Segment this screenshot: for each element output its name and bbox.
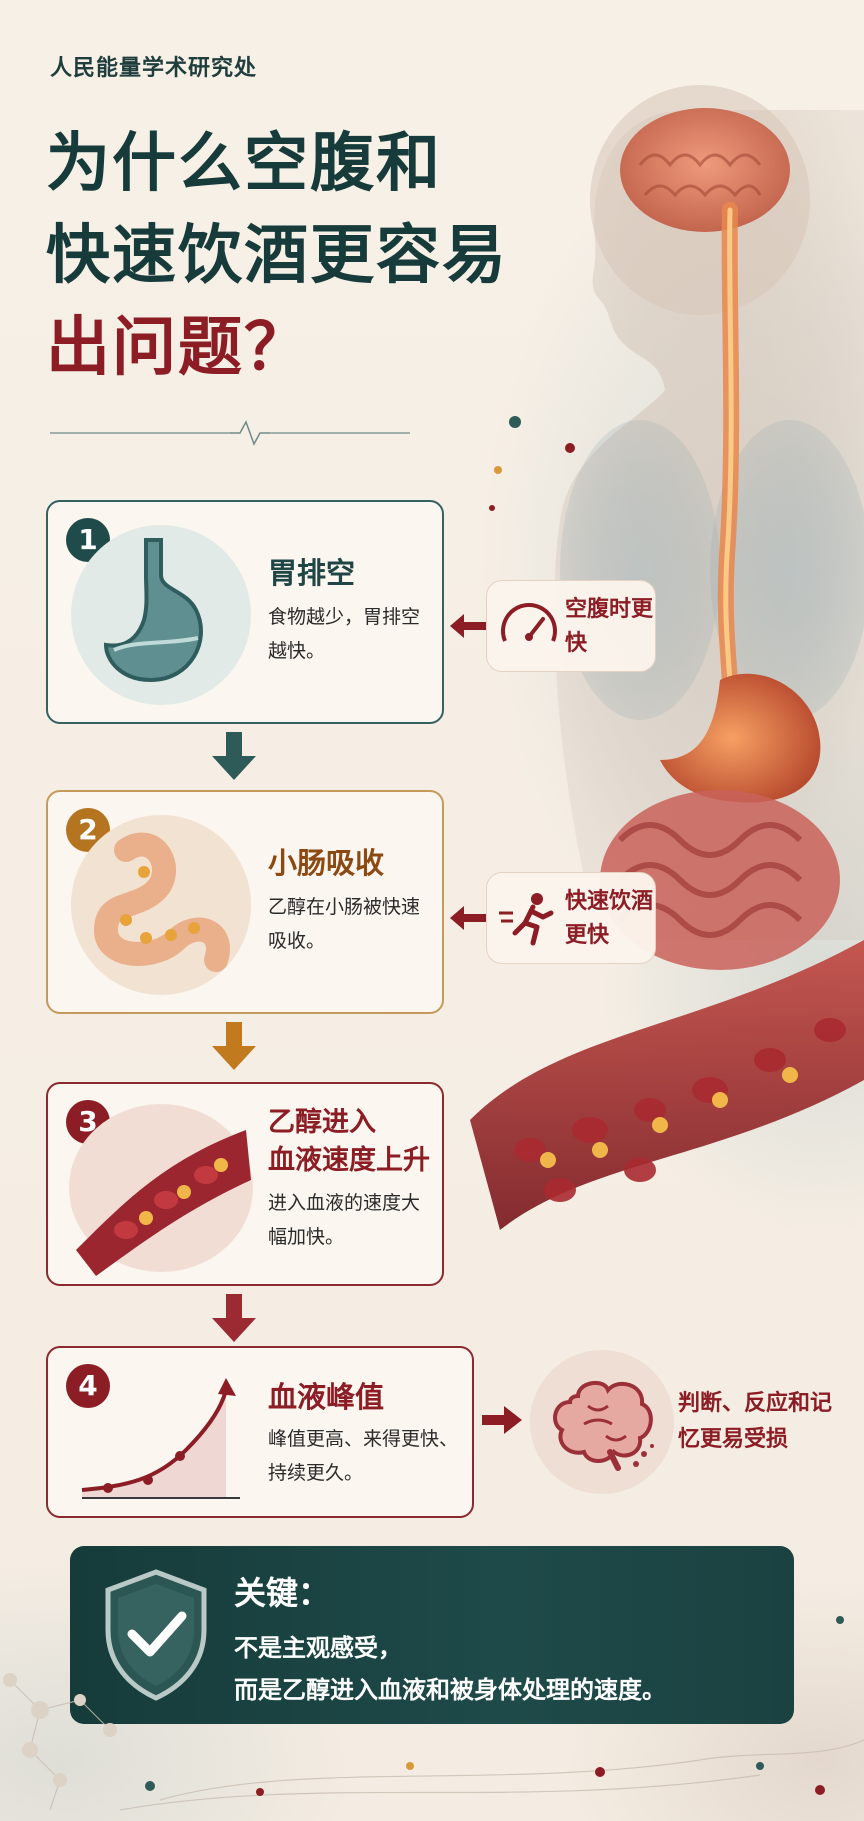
- arrow-down-2: [212, 1022, 256, 1070]
- step-title-4: 血液峰值: [268, 1380, 385, 1414]
- brain-icon: [553, 1380, 654, 1471]
- rising-curve-icon: [81, 1378, 240, 1499]
- running-person-icon: [499, 893, 554, 946]
- arrow-right-outcome: [482, 1406, 522, 1434]
- key-callout: 关键： 不是主观感受， 而是乙醇进入血液和被身体处理的速度。: [70, 1546, 794, 1724]
- stomach-icon: [71, 525, 251, 705]
- title-line-3: 出问题？: [46, 311, 310, 385]
- key-line-2: 而是乙醇进入血液和被身体处理的速度。: [234, 1676, 666, 1704]
- intestine-icon: [71, 815, 251, 995]
- side-note-fast-drinking: 快速饮酒更快: [486, 872, 656, 964]
- arrow-left-1: [450, 614, 486, 638]
- step-title-2: 小肠吸收: [268, 846, 385, 880]
- step-number-1: 1: [66, 518, 110, 562]
- arrow-left-2: [450, 906, 486, 930]
- step-title-3a: 乙醇进入: [268, 1107, 376, 1138]
- title-line-2: 快速饮酒更容易: [46, 219, 508, 293]
- arrow-down-3: [212, 1294, 256, 1342]
- molecule-network-decoration: [3, 1673, 864, 1811]
- step-title-3b: 血液速度上升: [268, 1145, 430, 1176]
- step-desc-2: 乙醇在小肠被快速吸收。: [268, 896, 421, 952]
- step-title-1: 胃排空: [268, 556, 356, 590]
- step-desc-1: 食物越少，胃排空越快。: [268, 606, 421, 662]
- title-line-1: 为什么空腹和: [46, 127, 442, 201]
- side-note-fasting-text: 空腹时更快: [565, 597, 654, 656]
- step-desc-4: 峰值更高、来得更快、持续更久。: [268, 1428, 459, 1484]
- step-desc-3: 进入血液的速度大幅加快。: [268, 1192, 421, 1248]
- side-note-fast-drinking-text: 快速饮酒更快: [565, 889, 654, 948]
- shield-check-icon: [105, 1569, 207, 1701]
- arrow-down-1: [212, 732, 256, 780]
- outcome-text: 判断、反应和记忆更易受损: [678, 1391, 833, 1452]
- step-number-4: 4: [66, 1364, 110, 1408]
- key-line-1: 不是主观感受，: [234, 1634, 402, 1662]
- side-note-fasting: 空腹时更快: [486, 580, 656, 672]
- heartbeat-divider: [50, 420, 410, 446]
- key-title: 关键：: [234, 1574, 331, 1612]
- blood-vessel-icon: [69, 1104, 253, 1276]
- brand-label: 人民能量学术研究处: [50, 56, 258, 81]
- page-title: 为什么空腹和 快速饮酒更容易 出问题？: [46, 118, 606, 394]
- speedometer-icon: [501, 603, 557, 642]
